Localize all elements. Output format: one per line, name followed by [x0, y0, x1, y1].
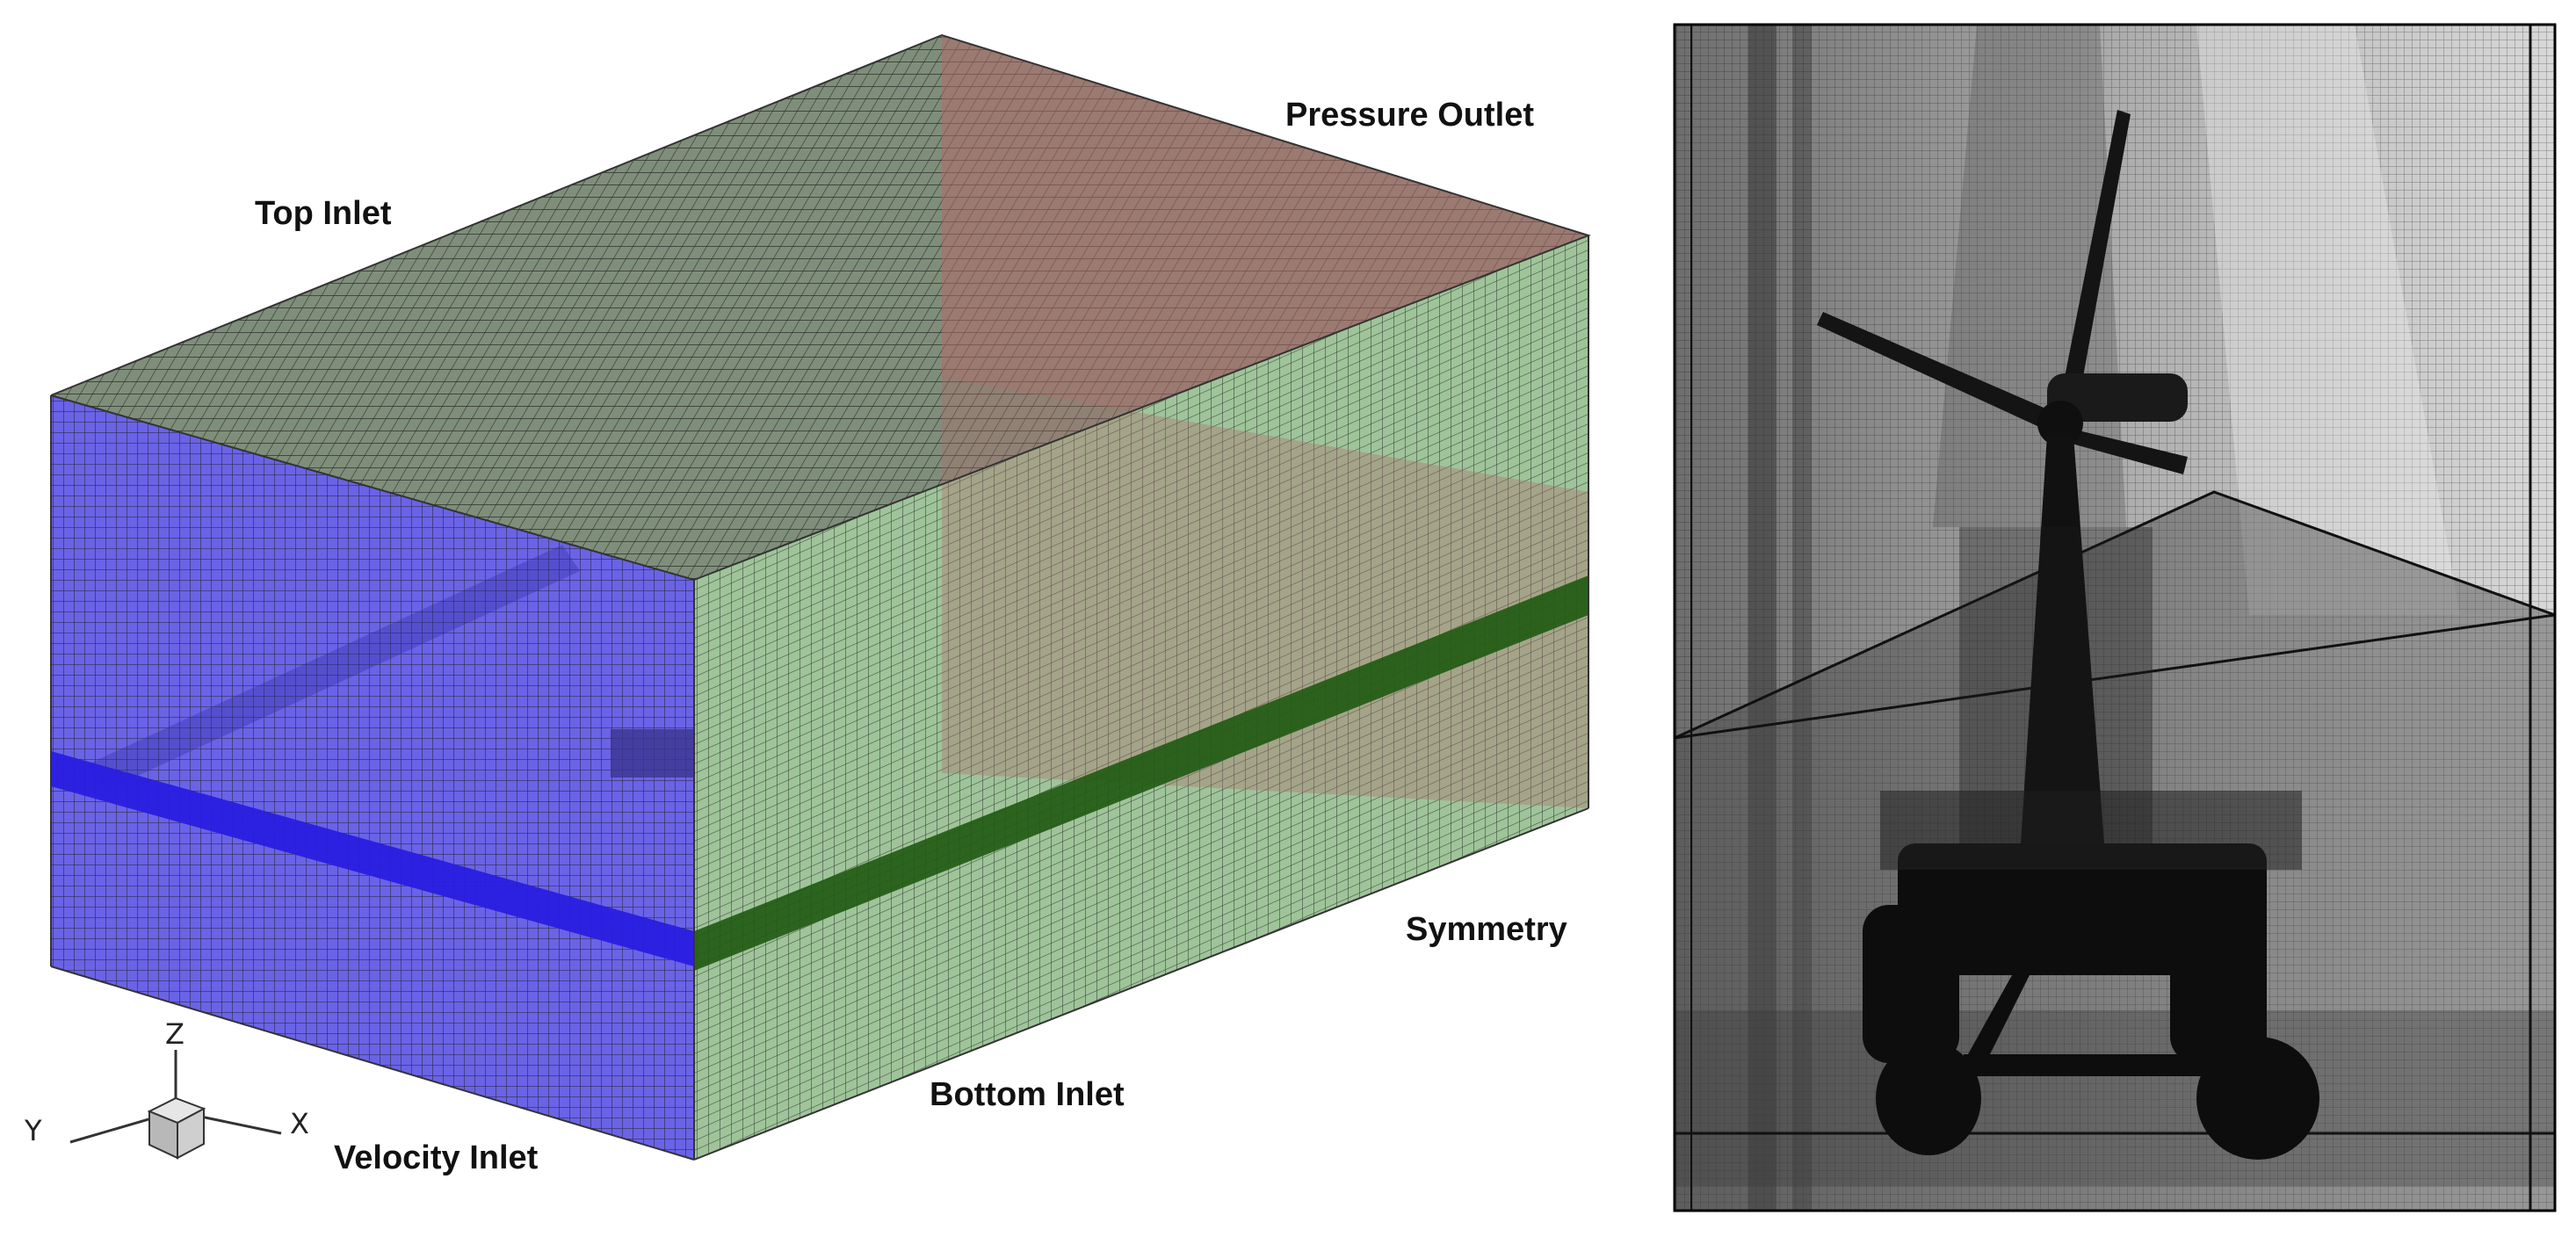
symmetry-refinement-band	[694, 575, 1588, 971]
axis-label-x: X	[290, 1107, 309, 1140]
turbine-nacelle	[2047, 373, 2188, 422]
label-symmetry: Symmetry	[1406, 911, 1567, 948]
turbine-blades	[1817, 110, 2188, 474]
computational-domain-box	[50, 33, 1592, 1161]
axis-triad: Z Y X	[24, 1017, 309, 1160]
turbine-mesh-closeup	[1675, 25, 2555, 1211]
axis-label-y: Y	[24, 1114, 42, 1147]
turbine-tower	[2021, 435, 2104, 843]
label-top-inlet: Top Inlet	[255, 195, 392, 232]
rotor-region-marker	[611, 729, 694, 778]
floating-platform	[1863, 843, 2319, 1160]
right-panel-frame	[1673, 23, 2557, 1212]
label-bottom-inlet: Bottom Inlet	[930, 1076, 1125, 1113]
velocity-inlet-refinement-band	[51, 751, 694, 966]
label-velocity-inlet: Velocity Inlet	[334, 1139, 539, 1176]
axis-label-z: Z	[165, 1017, 185, 1051]
label-pressure-outlet: Pressure Outlet	[1285, 97, 1534, 134]
